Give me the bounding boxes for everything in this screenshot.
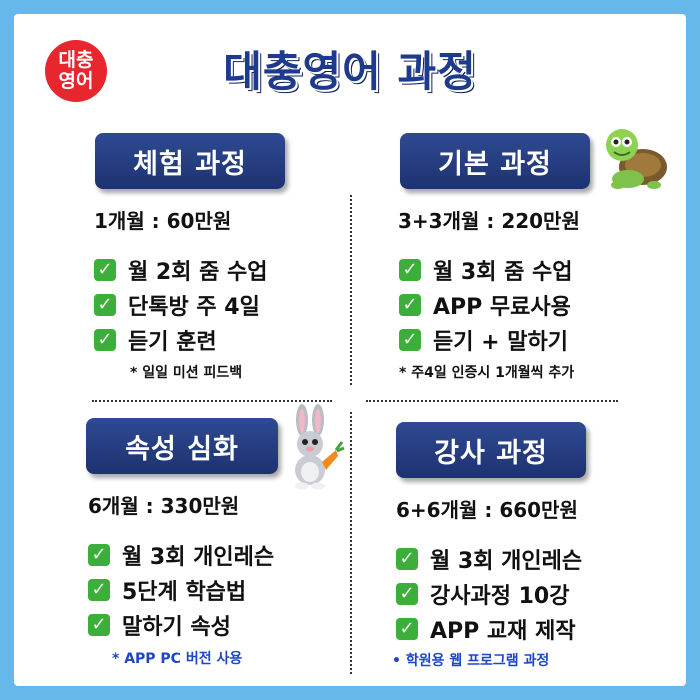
list-item: ✓ 듣기 + 말하기 bbox=[399, 324, 568, 356]
check-mark-icon: ✓ bbox=[396, 548, 418, 570]
list-item: ✓ 월 3회 줌 수업 bbox=[399, 254, 573, 286]
page-title: 대충영어 과정 bbox=[223, 47, 477, 96]
item-label: 월 3회 개인레슨 bbox=[430, 549, 583, 574]
note-instructor: • 학원용 웹 프로그램 과정 bbox=[392, 653, 550, 669]
check-mark-icon: ✓ bbox=[88, 544, 110, 566]
list-item: ✓ 5단계 학습법 bbox=[88, 574, 246, 606]
note-trial: * 일일 미션 피드백 bbox=[130, 365, 243, 381]
divider-horizontal-right bbox=[366, 400, 618, 402]
turtle-icon bbox=[606, 129, 667, 189]
item-label: 월 3회 줌 수업 bbox=[433, 260, 573, 285]
list-item: ✓ 강사과정 10강 bbox=[396, 578, 569, 610]
check-mark-icon: ✓ bbox=[88, 614, 110, 636]
section-pill-trial: 체험 과정 bbox=[95, 133, 285, 189]
price-instructor: 6+6개월 : 660만원 bbox=[396, 498, 578, 522]
item-label: APP 교재 제작 bbox=[430, 619, 576, 644]
price-trial: 1개월 : 60만원 bbox=[94, 209, 232, 233]
check-mark-icon: ✓ bbox=[396, 618, 418, 640]
divider-vertical-top bbox=[350, 195, 352, 385]
logo-line-1: 대충 bbox=[58, 49, 94, 71]
check-mark-icon: ✓ bbox=[94, 329, 116, 351]
divider-vertical-bottom bbox=[350, 412, 352, 674]
list-item: ✓ 듣기 훈련 bbox=[94, 324, 217, 356]
item-label: APP 무료사용 bbox=[433, 295, 571, 320]
section-pill-intensive: 속성 심화 bbox=[86, 418, 278, 474]
item-label: 월 2회 줌 수업 bbox=[128, 260, 268, 285]
section-pill-basic: 기본 과정 bbox=[400, 133, 590, 189]
logo-line-2: 영어 bbox=[58, 70, 94, 92]
check-mark-icon: ✓ bbox=[94, 259, 116, 281]
item-label: 월 3회 개인레슨 bbox=[122, 545, 275, 570]
list-item: ✓ 단톡방 주 4일 bbox=[94, 289, 260, 321]
check-mark-icon: ✓ bbox=[94, 294, 116, 316]
list-item: ✓ 월 2회 줌 수업 bbox=[94, 254, 268, 286]
item-label: 5단계 학습법 bbox=[122, 580, 247, 605]
list-item: ✓ 월 3회 개인레슨 bbox=[396, 543, 582, 575]
rabbit-icon bbox=[295, 404, 345, 490]
item-label: 강사과정 10강 bbox=[430, 584, 570, 609]
check-mark-icon: ✓ bbox=[88, 579, 110, 601]
logo-badge: 대충 영어 bbox=[45, 40, 107, 102]
item-label: 단톡방 주 4일 bbox=[128, 295, 260, 320]
item-label: 듣기 훈련 bbox=[128, 330, 217, 355]
check-mark-icon: ✓ bbox=[399, 329, 421, 351]
divider-horizontal-left bbox=[92, 400, 332, 402]
price-intensive: 6개월 : 330만원 bbox=[88, 494, 240, 518]
list-item: ✓ APP 교재 제작 bbox=[396, 613, 576, 645]
item-label: 듣기 + 말하기 bbox=[433, 330, 568, 355]
check-mark-icon: ✓ bbox=[399, 259, 421, 281]
note-intensive: * APP PC 버전 사용 bbox=[112, 651, 243, 667]
list-item: ✓ 말하기 속성 bbox=[88, 609, 231, 641]
list-item: ✓ APP 무료사용 bbox=[399, 289, 571, 321]
price-basic: 3+3개월 : 220만원 bbox=[398, 209, 580, 233]
list-item: ✓ 월 3회 개인레슨 bbox=[88, 539, 274, 571]
check-mark-icon: ✓ bbox=[396, 583, 418, 605]
item-label: 말하기 속성 bbox=[122, 615, 231, 640]
section-pill-instructor: 강사 과정 bbox=[396, 422, 586, 478]
note-basic: * 주4일 인증시 1개월씩 추가 bbox=[399, 365, 575, 381]
check-mark-icon: ✓ bbox=[399, 294, 421, 316]
